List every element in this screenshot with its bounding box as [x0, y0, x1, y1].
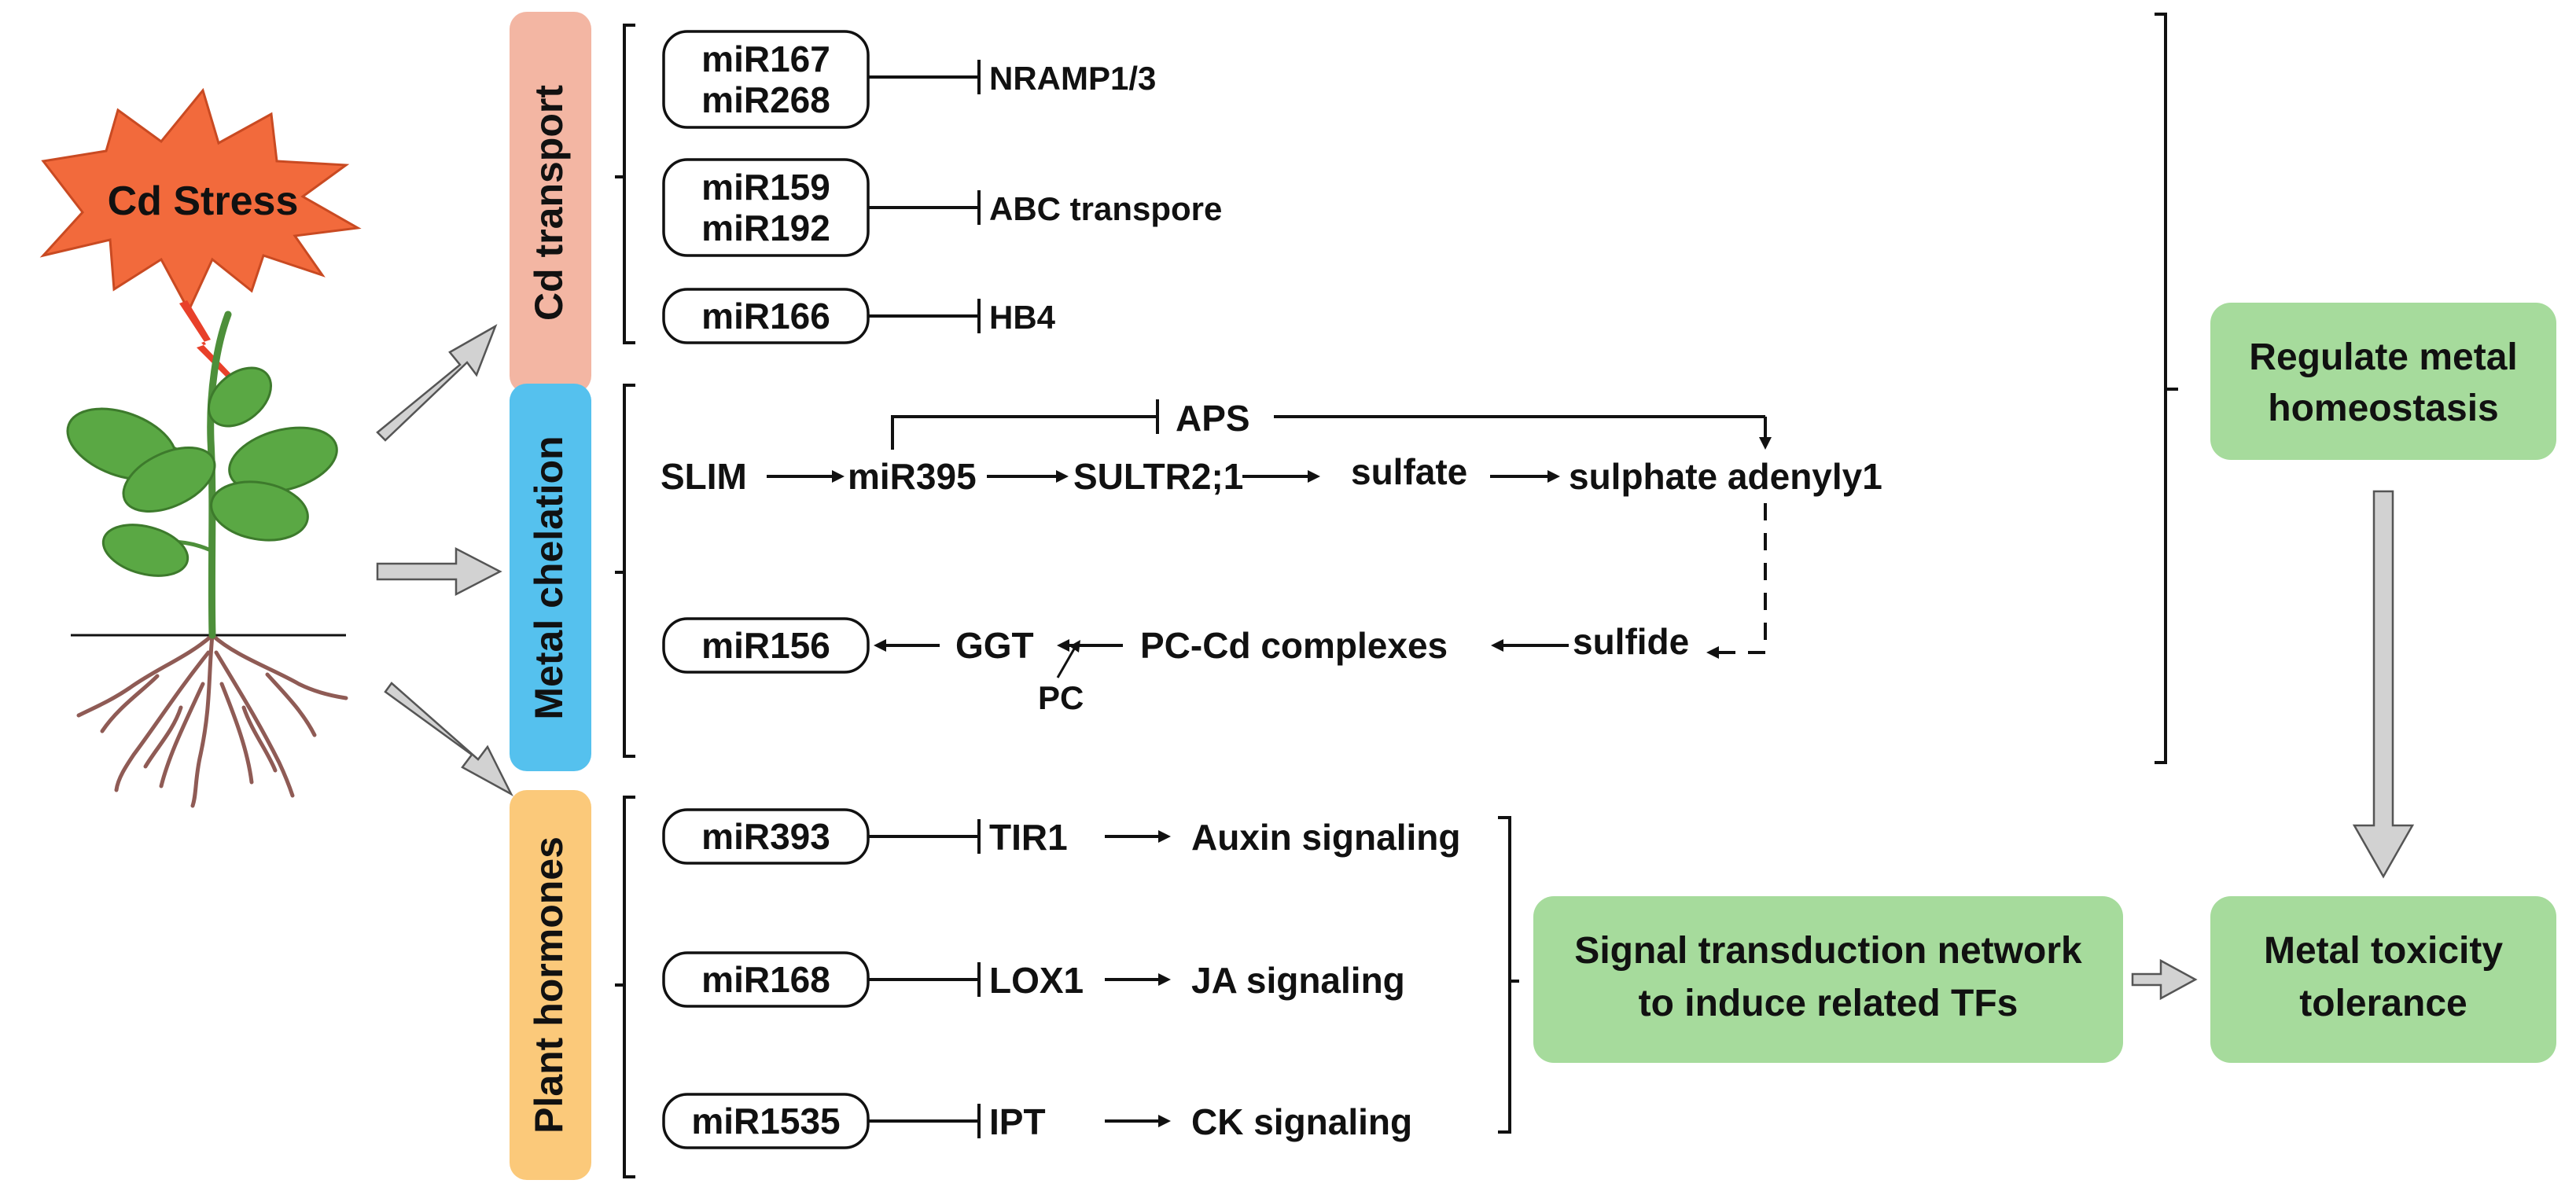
tolerance-label-2: tolerance [2299, 983, 2467, 1024]
arrow-regulate-to-tolerance [2352, 490, 2415, 879]
mirna-label: miR393 [701, 816, 830, 857]
cd-transport-row-2: miR159 miR192 ABC transpore [662, 158, 1222, 257]
cd-transport-row-3: miR166 HB4 [662, 288, 1056, 344]
sulfate-label: sulfate [1351, 451, 1467, 492]
signaling-label: Auxin signaling [1191, 817, 1460, 858]
sultr-label: SULTR2;1 [1073, 456, 1243, 497]
mirna-label: miR192 [701, 208, 830, 248]
mir395-label: miR395 [848, 456, 977, 497]
signal-transduction-box: Signal transduction network to induce re… [1533, 896, 2123, 1063]
brace-cd-transport [615, 24, 635, 344]
aps-label: APS [1176, 398, 1250, 439]
chelation-pathway: APS SLIM miR395 SULTR2;1 sulfate sulphat… [661, 398, 1882, 716]
sulfide-label: sulfide [1573, 621, 1689, 662]
signal-label-2: to induce related TFs [1639, 983, 2018, 1024]
mirna-label: miR167 [701, 39, 830, 79]
pc-cd-label: PC-Cd complexes [1140, 625, 1448, 666]
cd-stress-node: Cd Stress [39, 87, 362, 314]
target-label: LOX1 [989, 960, 1084, 1001]
cd-transport-label: Cd transport [527, 85, 571, 321]
lightning-icon [179, 300, 233, 379]
tolerance-label-1: Metal toxicity [2264, 930, 2503, 972]
target-label: TIR1 [989, 817, 1068, 858]
ggt-label: GGT [955, 625, 1034, 666]
mirna-label: miR159 [701, 167, 830, 208]
plant-hormones-label: Plant hormones [527, 836, 571, 1134]
signaling-label: JA signaling [1191, 960, 1405, 1001]
starburst-icon [39, 87, 362, 314]
cd-stress-label: Cd Stress [108, 178, 299, 224]
signal-label-1: Signal transduction network [1574, 930, 2082, 972]
sulphate-label: sulphate adenyly1 [1569, 456, 1882, 497]
hormones-row-2: miR168 LOX1 JA signaling [662, 951, 1405, 1008]
target-label: HB4 [989, 299, 1056, 336]
mirna-label: miR268 [701, 79, 830, 120]
mirna-label: miR168 [701, 959, 830, 1000]
target-label: IPT [989, 1101, 1046, 1142]
target-label: ABC transpore [989, 190, 1222, 227]
mirna-label: miR166 [701, 296, 830, 336]
brace-metal-chelation [615, 384, 635, 758]
category-metal-chelation: Metal chelation [510, 384, 591, 771]
hollow-arrow-icon [376, 324, 513, 797]
regulate-label-1: Regulate metal [2249, 336, 2517, 378]
arrow-signal-to-tolerance [2131, 958, 2198, 1001]
hormones-row-1: miR393 TIR1 Auxin signaling [662, 808, 1460, 865]
cd-transport-row-1: miR167 miR268 NRAMP1/3 [662, 30, 1156, 129]
mirna-label: miR1535 [691, 1101, 840, 1141]
brace-plant-hormones [615, 796, 635, 1178]
brace-right-large [2155, 13, 2178, 764]
mir156-label: miR156 [701, 625, 830, 666]
target-label: NRAMP1/3 [989, 60, 1156, 97]
slim-label: SLIM [661, 456, 747, 497]
plant-icon [66, 311, 348, 808]
metal-chelation-label: Metal chelation [527, 436, 571, 719]
regulate-homeostasis-box: Regulate metal homeostasis [2210, 303, 2556, 460]
category-plant-hormones: Plant hormones [510, 790, 591, 1180]
brace-right-hormones [1498, 816, 1519, 1134]
metal-tolerance-box: Metal toxicity tolerance [2210, 896, 2556, 1063]
signaling-label: CK signaling [1191, 1101, 1412, 1142]
regulate-label-2: homeostasis [2268, 388, 2498, 429]
category-cd-transport: Cd transport [510, 12, 591, 393]
hormones-row-3: miR1535 IPT CK signaling [662, 1093, 1412, 1149]
pc-label: PC [1038, 679, 1084, 716]
